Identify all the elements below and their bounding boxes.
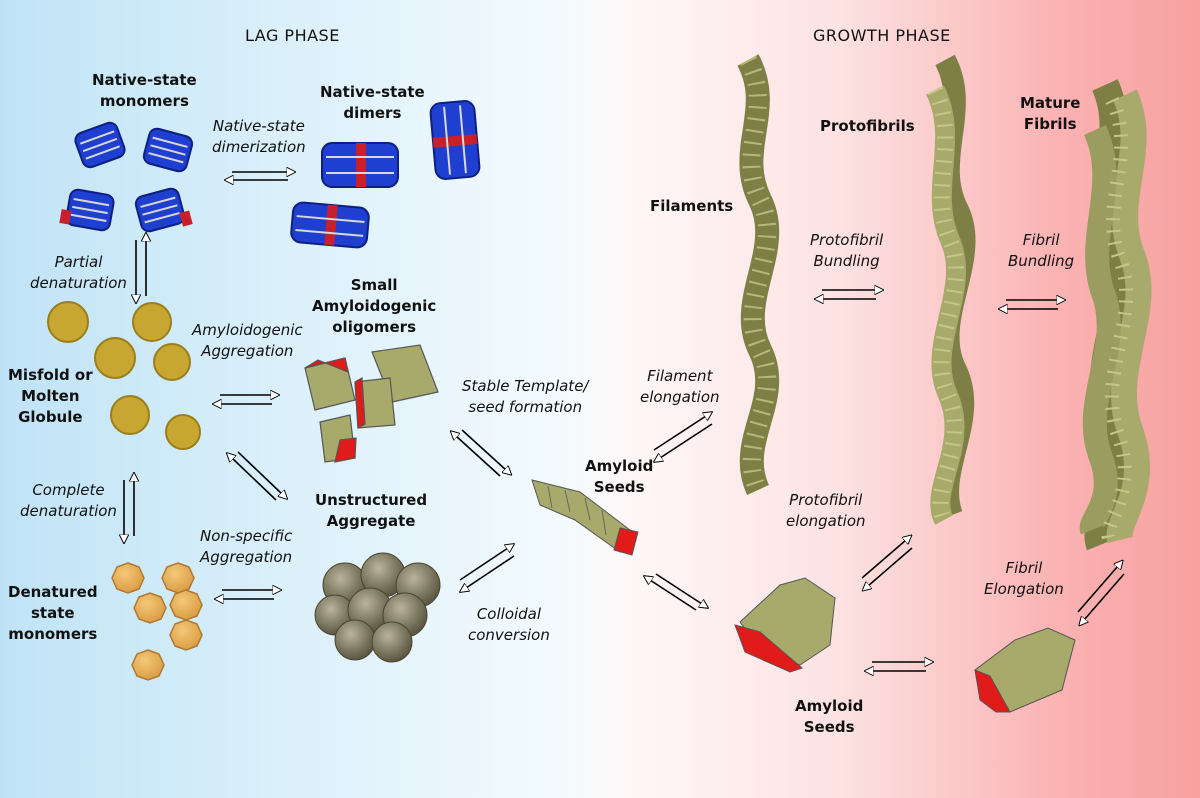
lag-phase-title: LAG PHASE bbox=[245, 26, 340, 45]
mature-fibril-illustration bbox=[1079, 79, 1152, 551]
equilibrium-arrows bbox=[124, 172, 1125, 671]
amyloid-seeds-bottom-illustration bbox=[734, 577, 1076, 713]
denatured-monomers-illustration bbox=[111, 562, 203, 681]
oligomers-illustration bbox=[304, 344, 439, 463]
unstructured-aggregate-illustration bbox=[314, 552, 441, 663]
amyloid-seed-center-illustration bbox=[531, 479, 639, 556]
protofibrils-label: Protofibrils bbox=[820, 117, 915, 135]
stable-template-label: Stable Template/seed formation bbox=[462, 377, 589, 416]
native-dimers-illustration bbox=[290, 100, 481, 249]
molten-globules-illustration bbox=[47, 301, 201, 450]
filament-illustration bbox=[737, 54, 780, 496]
protofibril-illustration bbox=[925, 54, 976, 525]
filaments-label: Filaments bbox=[650, 197, 734, 215]
native-monomers-illustration bbox=[59, 121, 194, 233]
growth-phase-title: GROWTH PHASE bbox=[813, 26, 951, 45]
